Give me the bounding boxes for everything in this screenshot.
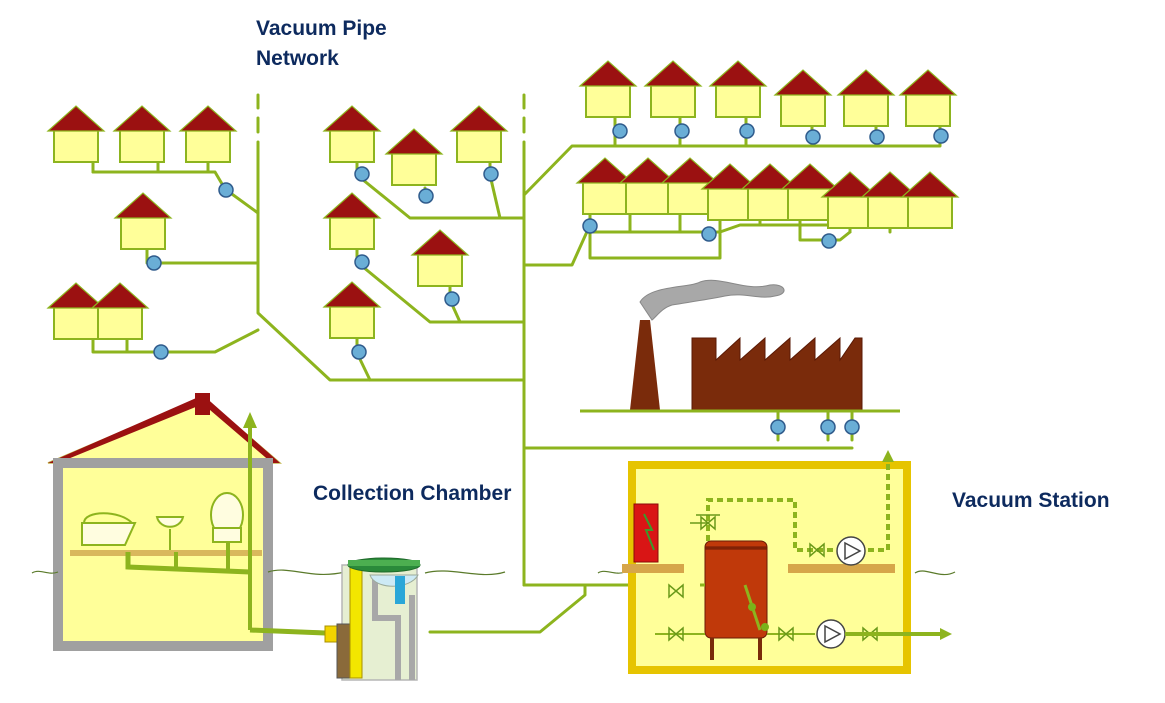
house <box>113 105 171 163</box>
house-cross-section <box>47 393 326 651</box>
house <box>899 69 957 127</box>
collection-chamber-label: Collection Chamber <box>313 482 512 505</box>
house <box>576 157 634 215</box>
house <box>323 192 381 250</box>
house <box>323 281 381 339</box>
house <box>114 192 172 250</box>
houses <box>47 60 959 340</box>
house <box>709 60 767 118</box>
house <box>323 105 381 163</box>
factory <box>580 279 900 413</box>
vacuum-station-label: Vacuum Station <box>952 489 1110 512</box>
house <box>179 105 237 163</box>
diagram-title-line1: Vacuum Pipe <box>256 17 387 40</box>
ground-line <box>31 569 956 576</box>
house <box>579 60 637 118</box>
house <box>411 229 469 287</box>
house <box>450 105 508 163</box>
house <box>47 282 105 340</box>
collection-chamber <box>324 557 421 681</box>
house <box>837 69 895 127</box>
house <box>774 69 832 127</box>
house <box>91 282 149 340</box>
house <box>385 128 443 186</box>
house <box>901 171 959 229</box>
house <box>47 105 105 163</box>
diagram-title-line2: Network <box>256 47 339 70</box>
house <box>644 60 702 118</box>
vacuum-station <box>622 450 952 674</box>
